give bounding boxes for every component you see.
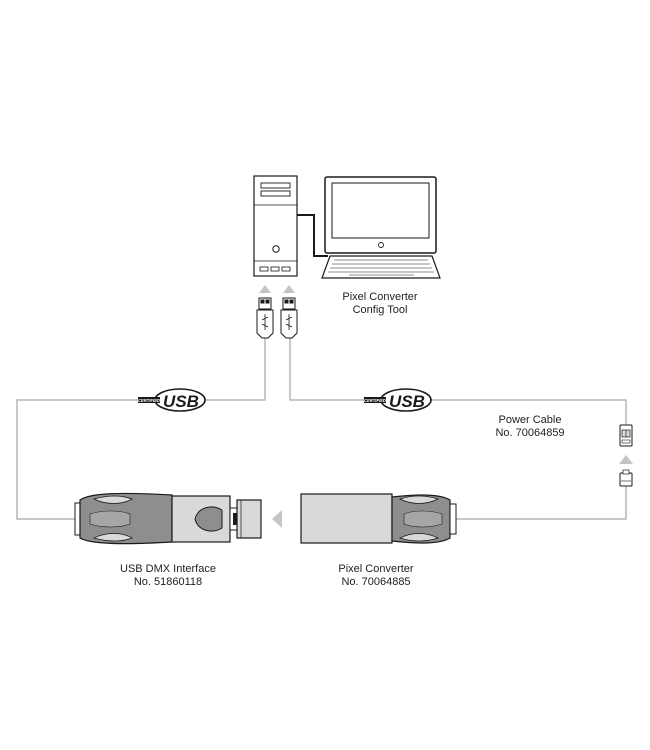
usb-dmx-interface-label-line1: USB DMX Interface (120, 563, 216, 575)
config-tool-label-line2: Config Tool (352, 304, 408, 316)
usb-logo-right-certified: CERTIFIED (364, 398, 386, 403)
usb-plug-left (256, 297, 274, 339)
power-cable-lower (456, 486, 627, 520)
config-tool-label-line1: Pixel Converter (342, 291, 418, 303)
power-cable-label: Power Cable No. 70064859 (480, 414, 580, 440)
power-cable-label-line2: No. 70064859 (495, 427, 565, 439)
usb-logo-right: CERTIFIED USB (364, 388, 432, 412)
usb-logo-left-certified: CERTIFIED (138, 398, 160, 403)
usb-dmx-interface-label: USB DMX Interface No. 51860118 (108, 563, 228, 589)
usb-logo-right-text: USB (389, 392, 425, 411)
monitor-cable (297, 214, 328, 257)
arrow-up-power (619, 455, 633, 464)
arrow-left-xlr (272, 510, 282, 528)
arrows (259, 285, 633, 528)
usb-dmx-interface (74, 492, 262, 545)
arrow-up-left (259, 285, 271, 293)
pixel-converter-label-line1: Pixel Converter (338, 563, 414, 575)
cables (16, 338, 627, 520)
usb-cable-left (16, 338, 266, 520)
usb-cable-right (289, 338, 627, 425)
power-cable-label-line1: Power Cable (498, 414, 562, 426)
arrow-up-right (283, 285, 295, 293)
pixel-converter-device (300, 493, 457, 544)
usb-logo-left-text: USB (163, 392, 199, 411)
pixel-converter-label: Pixel Converter No. 70064885 (326, 563, 426, 589)
power-connector-bottom (619, 469, 633, 487)
keyboard (321, 255, 441, 279)
usb-logo-left: CERTIFIED USB (138, 388, 206, 412)
pixel-converter-label-line2: No. 70064885 (341, 576, 411, 588)
usb-plug-right (280, 297, 298, 339)
config-tool-label: Pixel Converter Config Tool (330, 291, 430, 317)
pc-tower (253, 175, 298, 277)
usb-dmx-interface-label-line2: No. 51860118 (133, 576, 203, 588)
monitor (324, 176, 437, 254)
power-connector-top (619, 424, 633, 447)
